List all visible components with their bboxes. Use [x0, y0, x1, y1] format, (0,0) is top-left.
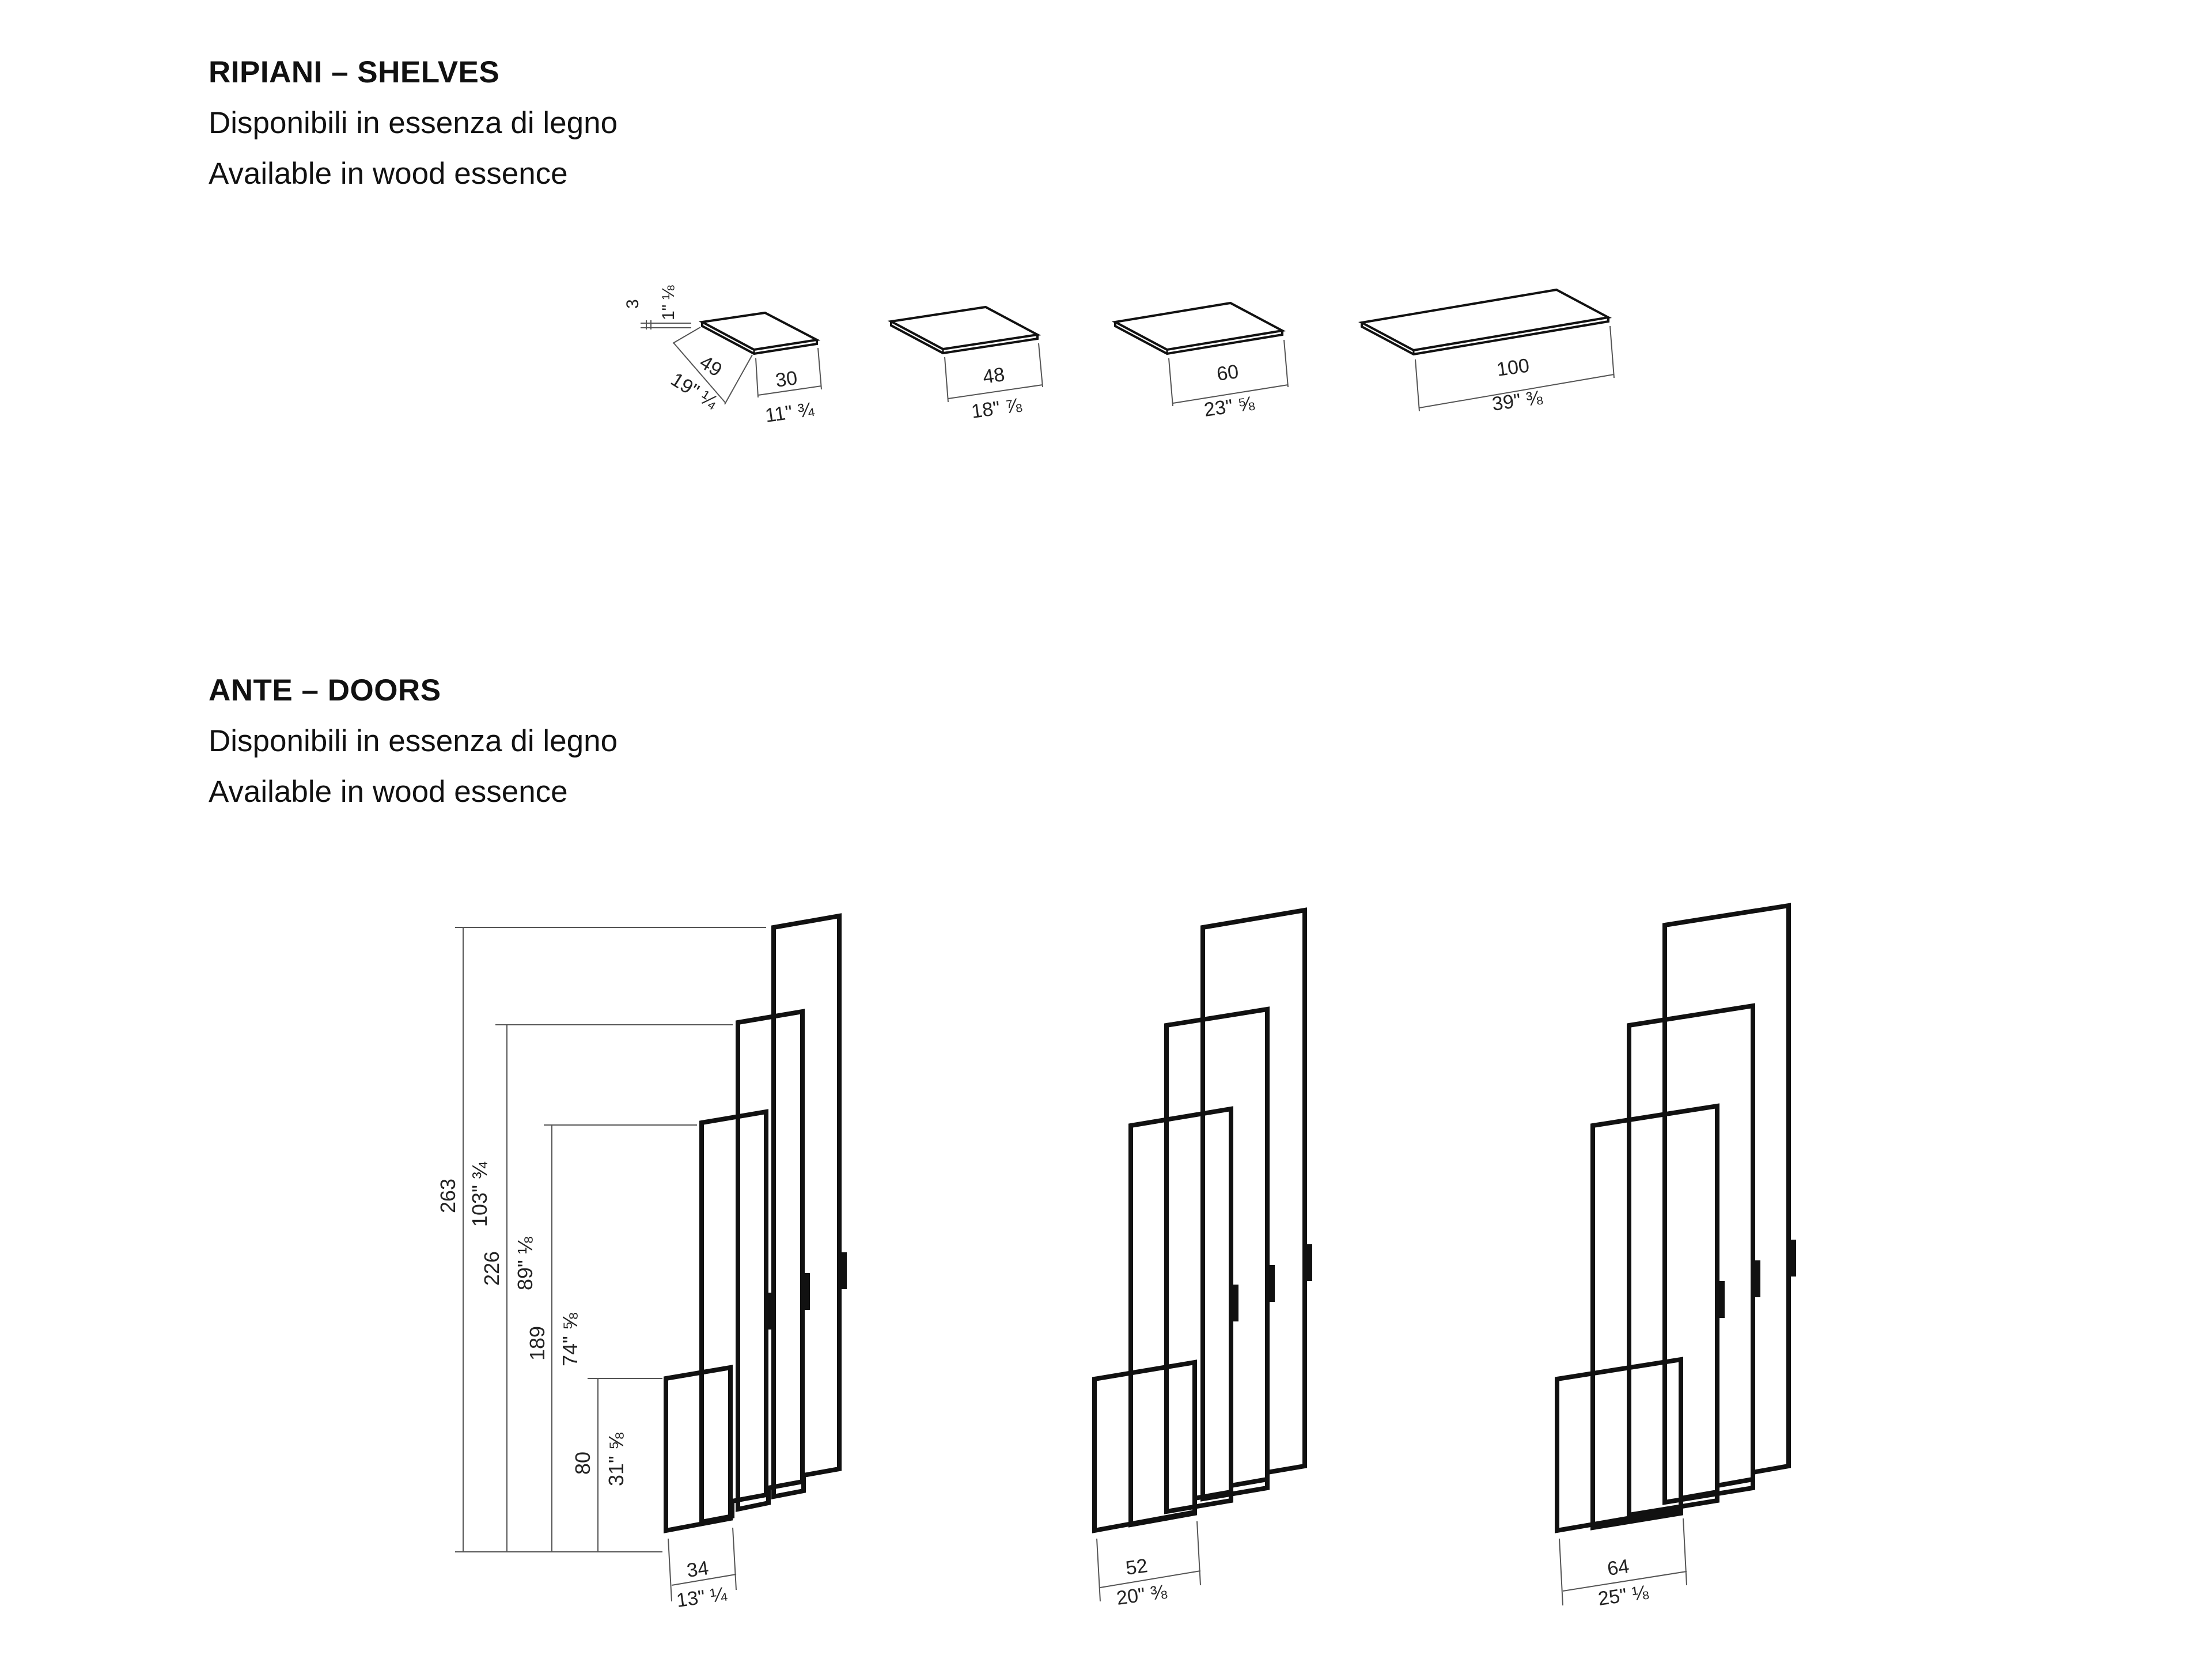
door-263-c: [1662, 903, 1791, 1505]
door-226-c: [1627, 1003, 1755, 1518]
shelf-width-cm-1: 30: [774, 367, 799, 392]
door-height-inch-2: 89" ⅛: [513, 1236, 537, 1290]
shelf-width-cm-2: 48: [982, 363, 1006, 388]
door-80-b: [1092, 1359, 1197, 1533]
door-height-cm-4: 80: [571, 1452, 594, 1475]
doors-desc-it: Disponibili in essenza di legno: [209, 724, 618, 758]
door-263-b: [1200, 907, 1307, 1502]
shelf-width-inch-1: 11" ¾: [764, 398, 816, 427]
door-226: [736, 1009, 805, 1512]
door-group-2: [1092, 907, 1307, 1533]
door-width-cm-3: 64: [1606, 1555, 1631, 1580]
door-189-c: [1590, 1103, 1719, 1531]
shelf-48: [887, 305, 1041, 355]
door-height-dimension-lines: [455, 927, 766, 1552]
door-height-inch-1: 103" ¾: [468, 1161, 491, 1227]
door-group-3: [1555, 903, 1791, 1533]
doors-desc-en: Available in wood essence: [209, 775, 568, 809]
door-group-1: [664, 913, 842, 1533]
shelf-thickness-cm: 3: [623, 299, 642, 309]
shelf-dimension-lines: [641, 320, 1615, 412]
door-height-inch-3: 74" ⅝: [558, 1312, 582, 1366]
door-width-cm-1: 34: [685, 1557, 710, 1582]
door-226-b: [1164, 1006, 1270, 1514]
shelves-desc-en: Available in wood essence: [209, 157, 568, 191]
door-189: [699, 1109, 768, 1525]
shelf-width-cm-4: 100: [1495, 354, 1531, 381]
door-height-cm-1: 263: [436, 1179, 460, 1213]
shelf-width-inch-4: 39" ⅜: [1491, 387, 1544, 415]
doors-title: ANTE – DOORS: [209, 673, 441, 707]
shelf-30: [698, 311, 821, 355]
door-width-dimension-lines: [668, 1518, 1687, 1606]
door-height-cm-3: 189: [525, 1326, 549, 1361]
door-width-inch-3: 25" ⅛: [1597, 1581, 1650, 1610]
door-189-b: [1128, 1106, 1233, 1528]
door-height-cm-2: 226: [480, 1251, 503, 1286]
door-handles-1: [768, 1252, 847, 1330]
shelf-thickness-inch: 1" ⅛: [659, 285, 678, 320]
door-height-inch-4: 31" ⅝: [604, 1432, 628, 1486]
door-handles-3: [1719, 1240, 1796, 1318]
door-80: [664, 1365, 733, 1533]
door-width-inch-1: 13" ¼: [675, 1583, 729, 1612]
door-width-inch-2: 20" ⅜: [1115, 1581, 1169, 1609]
door-width-cm-2: 52: [1124, 1555, 1149, 1580]
shelf-100: [1358, 288, 1612, 356]
shelves-header: RIPIANI – SHELVES Disponibili in essenza…: [209, 47, 618, 199]
shelves-desc-it: Disponibili in essenza di legno: [209, 106, 618, 140]
shelf-width-inch-2: 18" ⅞: [970, 394, 1024, 423]
door-handles-2: [1233, 1244, 1312, 1321]
shelves-title: RIPIANI – SHELVES: [209, 55, 500, 89]
door-80-c: [1555, 1357, 1683, 1533]
doors-header: ANTE – DOORS Disponibili in essenza di l…: [209, 665, 618, 817]
shelf-depth-cm: 49: [696, 351, 726, 381]
shelf-60: [1111, 301, 1286, 355]
shelf-width-cm-3: 60: [1215, 361, 1240, 385]
door-263: [771, 913, 842, 1499]
